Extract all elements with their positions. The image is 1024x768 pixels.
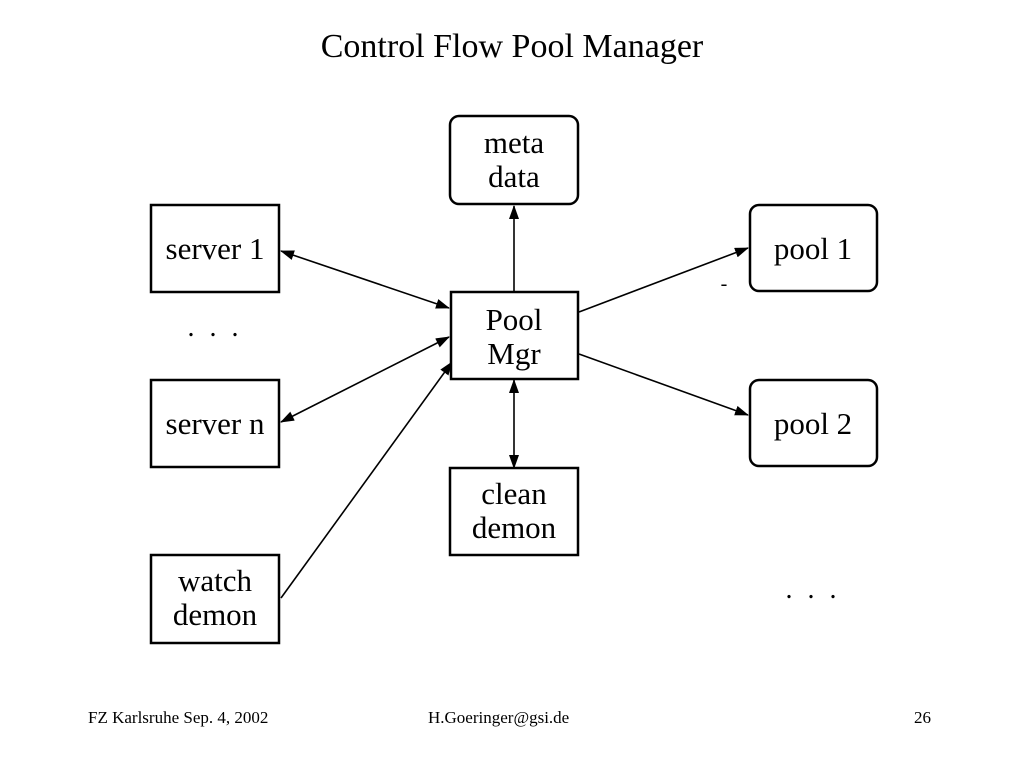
node-pool-mgr: Pool Mgr — [449, 290, 580, 381]
edge-poolmgr-to-pool1 — [578, 247, 749, 313]
node-label: server 1 — [166, 231, 265, 266]
node-label: meta — [484, 125, 544, 160]
node-pool-1: pool 1 — [748, 203, 879, 293]
node-watch-demon: watch demon — [149, 553, 281, 645]
servers-ellipsis: . . . — [188, 312, 243, 343]
node-label: Mgr — [487, 336, 541, 371]
edge-poolmgr-to-pool2 — [578, 353, 749, 416]
node-label: watch — [178, 563, 253, 598]
node-label: server n — [166, 406, 265, 441]
edge-server1-poolmgr — [280, 250, 450, 309]
node-clean-demon: clean demon — [448, 466, 580, 557]
node-label: pool 1 — [774, 231, 852, 266]
node-label: demon — [472, 510, 557, 545]
edge-servern-poolmgr — [280, 336, 450, 423]
node-meta-data: meta data — [448, 114, 580, 206]
node-server-1: server 1 — [149, 203, 281, 294]
edge-watchdemon-to-poolmgr — [280, 361, 453, 599]
footer-event-date: FZ Karlsruhe Sep. 4, 2002 — [88, 708, 269, 727]
page-number: 26 — [914, 708, 931, 727]
node-label: pool 2 — [774, 406, 852, 441]
stray-dash: - — [721, 273, 728, 295]
node-pool-2: pool 2 — [748, 378, 879, 468]
pools-ellipsis: . . . — [786, 574, 841, 605]
node-label: data — [488, 159, 540, 194]
node-label: demon — [173, 597, 258, 632]
node-label: clean — [481, 476, 547, 511]
node-label: Pool — [486, 302, 543, 337]
slide-title: Control Flow Pool Manager — [320, 28, 704, 65]
node-server-n: server n — [149, 378, 281, 469]
footer-email: H.Goeringer@gsi.de — [428, 708, 570, 727]
